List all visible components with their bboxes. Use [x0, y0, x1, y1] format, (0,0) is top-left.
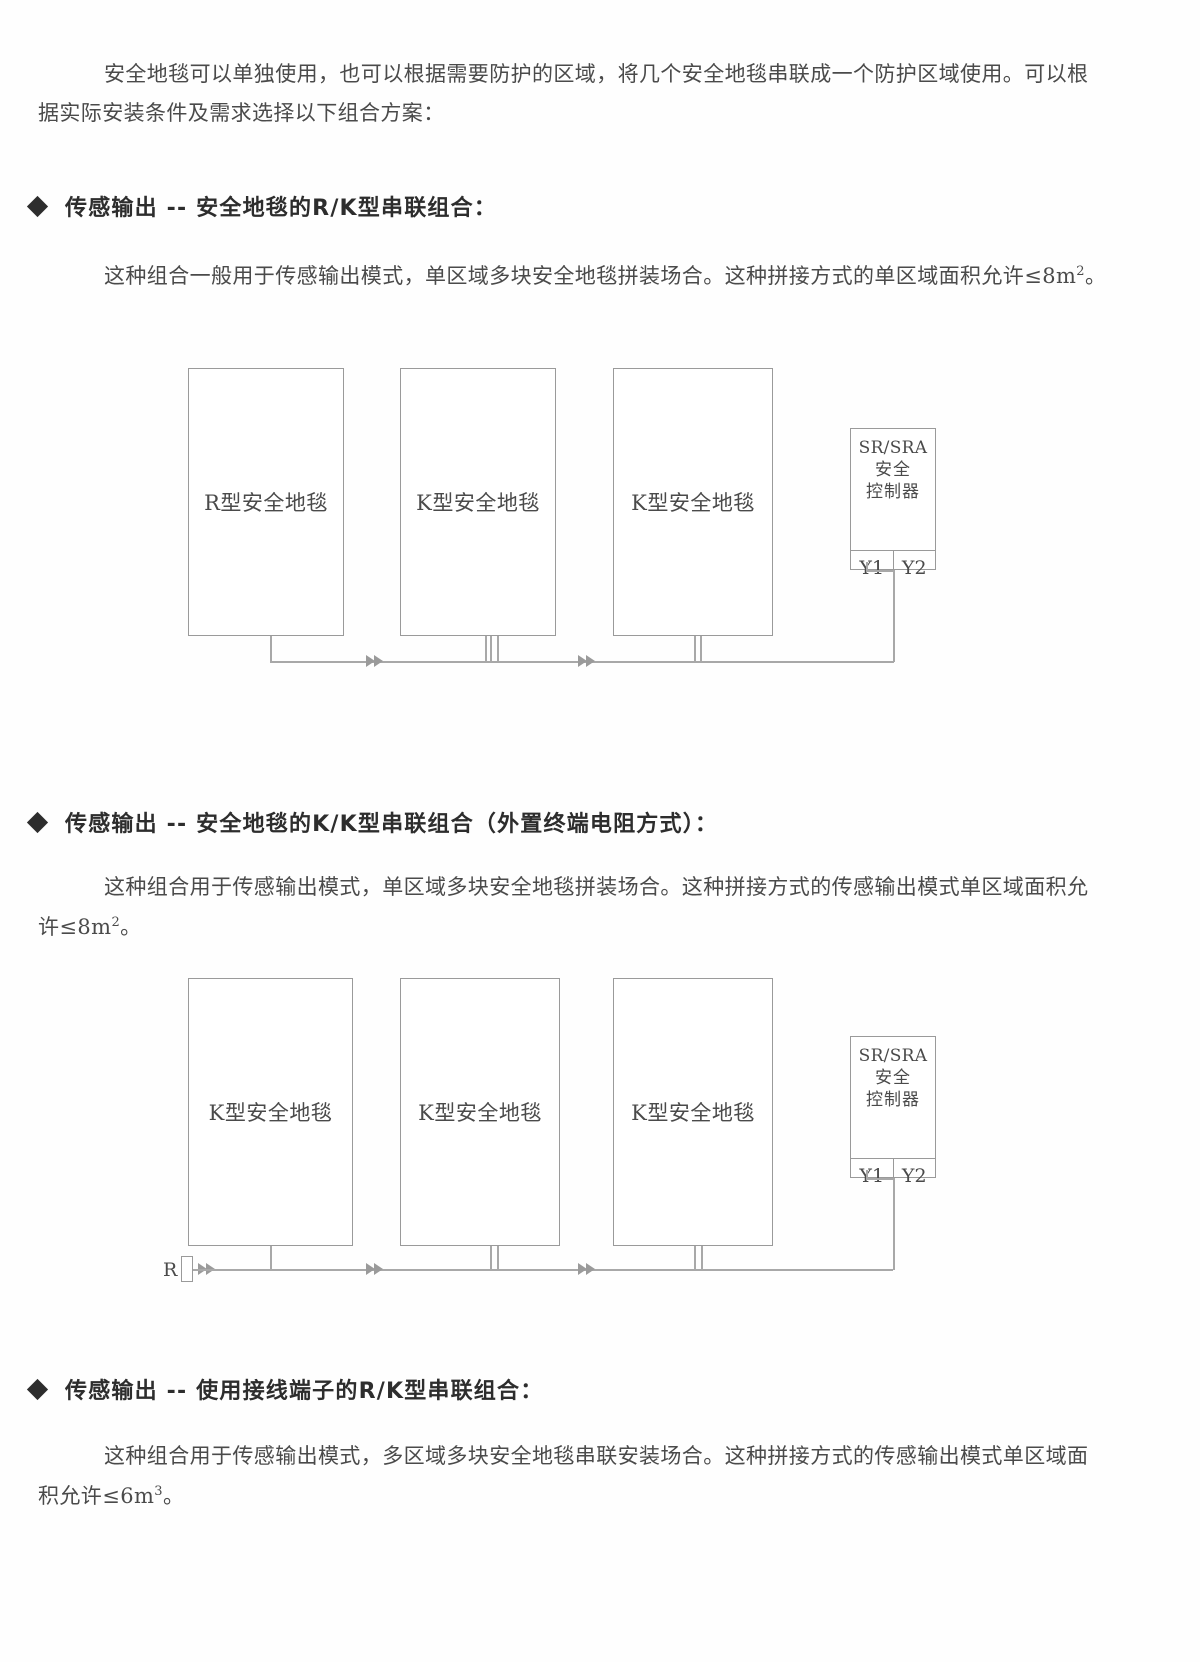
safety-mat-5: K型安全地毯 [400, 978, 560, 1246]
wire-mat2-leg-a [497, 636, 499, 662]
safety-mat-5-label: K型安全地毯 [418, 1101, 542, 1125]
safety-controller-1-terminals: Y1 Y2 [851, 551, 935, 585]
section-1-paragraph: 这种组合一般用于传感输出模式，单区域多块安全地毯拼装场合。这种拼接方式的单区域面… [60, 252, 1145, 296]
section-2-paragraph-line-2: 许≤8m2。 [38, 903, 1138, 947]
section-heading-2: 传感输出 -- 安全地毯的K/K型串联组合（外置终端电阻方式）： [26, 806, 719, 838]
diamond-bullet-icon-3 [26, 1378, 49, 1400]
section-2-paragraph-text-1: 这种组合用于传感输出模式，单区域多块安全地毯拼装场合。这种拼接方式的传感输出模式… [104, 875, 1089, 899]
safety-mat-6-label: K型安全地毯 [631, 1101, 755, 1125]
section-heading-1: 传感输出 -- 安全地毯的R/K型串联组合： [26, 190, 498, 222]
safety-mat-4-label: K型安全地毯 [208, 1101, 333, 1125]
wire-mat6-leg-a [694, 1246, 696, 1270]
wire-mat6-leg-b [701, 1246, 703, 1270]
section-1-paragraph-end: 。 [1084, 264, 1107, 288]
wire-mat1-down [270, 636, 272, 662]
wire-controller-2-terminal-link [866, 1178, 894, 1180]
wire-mat4-down [270, 1246, 272, 1270]
section-3-paragraph-line-1: 这种组合用于传感输出模式，多区域多块安全地毯串联安装场合。这种拼接方式的传感输出… [60, 1437, 1145, 1476]
wire-mat2-left-down [490, 636, 492, 662]
wire-controller-down [893, 570, 895, 662]
wire-mat2-down [485, 636, 487, 662]
section-2-paragraph-line-1: 这种组合用于传感输出模式，单区域多块安全地毯拼装场合。这种拼接方式的传感输出模式… [60, 868, 1145, 907]
wire-arrow-2 [578, 655, 587, 667]
section-1-paragraph-text: 这种组合一般用于传感输出模式，单区域多块安全地毯拼装场合。这种拼接方式的单区域面… [104, 264, 1077, 288]
safety-controller-2-body: SR/SRA 安全 控制器 [851, 1037, 935, 1159]
safety-mat-2: K型安全地毯 [400, 368, 556, 636]
safety-controller-2: SR/SRA 安全 控制器 Y1 Y2 [850, 1036, 936, 1193]
section-1-paragraph-sup: 2 [1076, 264, 1085, 279]
wire-controller-terminal-link [866, 570, 894, 572]
safety-controller-2-line3: 控制器 [866, 1090, 920, 1110]
safety-controller-2-terminals: Y1 Y2 [851, 1159, 935, 1193]
wire-mat3-to-controller [694, 661, 894, 663]
section-2-paragraph-end: 。 [120, 915, 142, 939]
wire-mat5-leg-b [497, 1246, 499, 1270]
section-2-paragraph-sup: 2 [111, 915, 121, 930]
wire-arrow-3 [366, 1263, 375, 1275]
diamond-bullet-icon-2 [26, 811, 49, 833]
intro-paragraph-line-2: 据实际安装条件及需求选择以下组合方案： [38, 94, 1138, 133]
wire-arrow-3b [374, 1263, 383, 1275]
section-2-paragraph-text-2: 许≤8m [38, 915, 112, 939]
safety-controller-1-line3: 控制器 [866, 482, 920, 502]
section-3-paragraph-end: 。 [162, 1484, 185, 1508]
diamond-bullet-icon [26, 195, 49, 217]
section-heading-3: 传感输出 -- 使用接线端子的R/K型串联组合： [26, 1373, 544, 1405]
safety-mat-1: R型安全地毯 [188, 368, 344, 636]
safety-mat-3-label: K型安全地毯 [631, 491, 755, 515]
safety-controller-2-model: SR/SRA [858, 1046, 928, 1066]
intro-text-line-1: 安全地毯可以单独使用，也可以根据需要防护的区域，将几个安全地毯串联成一个防护区域… [104, 62, 1089, 86]
section-heading-1-label: 传感输出 -- 安全地毯的R/K型串联组合： [65, 196, 498, 221]
intro-text-line-2: 据实际安装条件及需求选择以下组合方案： [38, 101, 445, 125]
safety-mat-2-label: K型安全地毯 [416, 491, 540, 515]
resistor-symbol-icon [181, 1256, 193, 1282]
resistor-label: R [163, 1259, 178, 1281]
section-3-paragraph-sup: 3 [154, 1484, 163, 1499]
wire-mat5-leg-a [490, 1246, 492, 1270]
wire-mat3-leg-a [700, 636, 702, 662]
safety-controller-1: SR/SRA 安全 控制器 Y1 Y2 [850, 428, 936, 585]
wire-controller-2-terminal-stub [866, 1170, 868, 1180]
section-3-paragraph-text-1: 这种组合用于传感输出模式，多区域多块安全地毯串联安装场合。这种拼接方式的传感输出… [104, 1444, 1089, 1468]
terminal-y2: Y2 [892, 551, 936, 585]
wire-controller-terminal-stub [866, 562, 868, 572]
wire-mat3-leg-b [694, 636, 696, 662]
wire-arrow-4 [578, 1263, 587, 1275]
wire-arrow-1b [374, 655, 383, 667]
terminal-y2-2: Y2 [892, 1159, 936, 1193]
wire-arrow-1 [366, 655, 375, 667]
section-heading-3-label: 传感输出 -- 使用接线端子的R/K型串联组合： [65, 1379, 544, 1404]
safety-mat-6: K型安全地毯 [613, 978, 773, 1246]
terminal-y1-2: Y1 [859, 1165, 885, 1187]
safety-mat-4: K型安全地毯 [188, 978, 353, 1246]
wire-controller-2-down [893, 1178, 895, 1270]
safety-controller-1-body: SR/SRA 安全 控制器 [851, 429, 935, 551]
safety-mat-3: K型安全地毯 [613, 368, 773, 636]
wire-arrow-2b [586, 655, 595, 667]
section-3-paragraph-line-2: 积允许≤6m3。 [38, 1472, 1138, 1516]
wire-bus-2 [193, 1269, 893, 1271]
wire-arrow-4b [586, 1263, 595, 1275]
safety-controller-1-model: SR/SRA [858, 438, 928, 458]
intro-paragraph-line-1: 安全地毯可以单独使用，也可以根据需要防护的区域，将几个安全地毯串联成一个防护区域… [60, 55, 1140, 94]
terminal-y1: Y1 [859, 557, 885, 579]
safety-mat-1-label: R型安全地毯 [204, 491, 328, 515]
section-3-paragraph-text-2: 积允许≤6m [38, 1484, 155, 1508]
safety-controller-2-line2: 安全 [875, 1068, 911, 1088]
section-heading-2-label: 传感输出 -- 安全地毯的K/K型串联组合（外置终端电阻方式）： [65, 812, 719, 837]
safety-controller-1-line2: 安全 [875, 460, 911, 480]
